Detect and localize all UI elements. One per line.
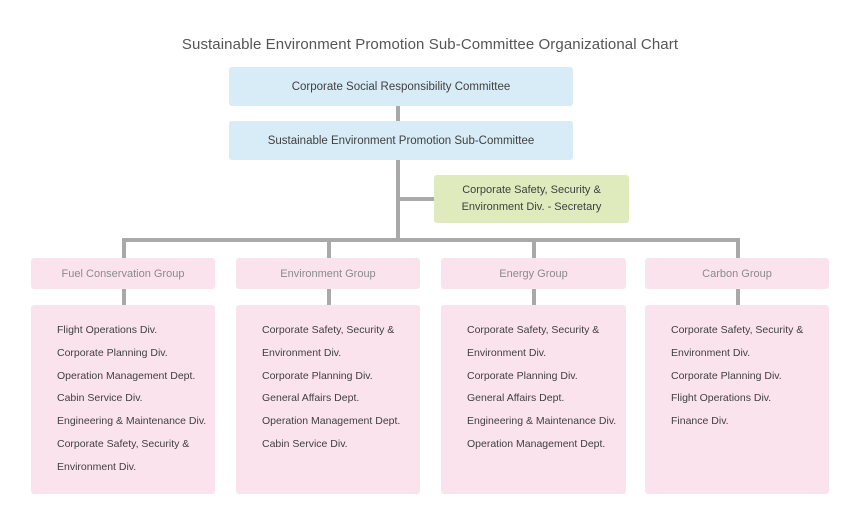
connector-drop-fuel: [122, 238, 126, 258]
member-item: Corporate Safety, Security &: [57, 437, 190, 450]
connector-carbon-body: [736, 289, 740, 305]
member-item: Corporate Safety, Security &: [671, 324, 804, 336]
secretary-label-line2: Environment Div. - Secretary: [461, 201, 602, 213]
sub-committee-box: Sustainable Environment Promotion Sub-Co…: [229, 121, 573, 160]
member-item: Flight Operations Div.: [671, 392, 772, 405]
connector-drop-environment: [327, 238, 331, 258]
connector-fuel-body: [122, 289, 126, 305]
connector-energy-body: [532, 289, 536, 305]
group-name: Energy Group: [499, 267, 568, 280]
member-item: Environment Div.: [262, 346, 342, 359]
secretary-box: Corporate Safety, Security & Environment…: [434, 175, 629, 223]
group-members-carbon: Corporate Safety, Security & Environment…: [645, 305, 829, 494]
connector-drop-energy: [532, 238, 536, 258]
group-header-energy: Energy Group: [441, 258, 626, 289]
connector-secretary: [396, 197, 435, 201]
group-name: Fuel Conservation Group: [61, 267, 185, 280]
group-name: Carbon Group: [702, 267, 772, 280]
member-item: Cabin Service Div.: [57, 392, 143, 405]
member-item: Corporate Planning Div.: [57, 346, 168, 359]
member-item: Environment Div.: [57, 460, 137, 473]
connector-environment-body: [327, 289, 331, 305]
member-item: Operation Management Dept.: [262, 415, 401, 428]
member-item: Corporate Planning Div.: [262, 369, 373, 382]
chart-title: Sustainable Environment Promotion Sub-Co…: [181, 36, 679, 53]
member-item: Environment Div.: [467, 346, 547, 359]
member-item: Finance Div.: [671, 415, 729, 428]
member-item: General Affairs Dept.: [262, 392, 360, 405]
connector-top-to-sub: [396, 105, 400, 122]
member-item: Flight Operations Div.: [57, 324, 158, 336]
top-committee-box: Corporate Social Responsibility Committe…: [229, 67, 573, 106]
member-item: Cabin Service Div.: [262, 437, 348, 450]
member-item: Corporate Safety, Security &: [262, 324, 395, 336]
group-members-environment: Corporate Safety, Security & Environment…: [236, 305, 420, 494]
group-header-fuel: Fuel Conservation Group: [31, 258, 215, 289]
connector-bus: [122, 238, 740, 242]
member-item: General Affairs Dept.: [467, 392, 565, 405]
secretary-label-line1: Corporate Safety, Security &: [462, 184, 601, 196]
member-item: Engineering & Maintenance Div.: [467, 415, 617, 428]
member-item: Environment Div.: [671, 346, 751, 359]
member-item: Operation Management Dept.: [57, 369, 196, 382]
connector-drop-carbon: [736, 238, 740, 258]
member-item: Corporate Planning Div.: [671, 369, 782, 382]
group-header-carbon: Carbon Group: [645, 258, 829, 289]
group-members-fuel: Flight Operations Div. Corporate Plannin…: [31, 305, 215, 494]
member-item: Corporate Safety, Security &: [467, 324, 600, 336]
group-header-environment: Environment Group: [236, 258, 420, 289]
group-members-energy: Corporate Safety, Security & Environment…: [441, 305, 626, 494]
member-item: Operation Management Dept.: [467, 437, 606, 450]
top-committee-label: Corporate Social Responsibility Committe…: [291, 80, 511, 93]
member-item: Engineering & Maintenance Div.: [57, 415, 207, 428]
sub-committee-label: Sustainable Environment Promotion Sub-Co…: [267, 134, 535, 147]
member-item: Corporate Planning Div.: [467, 369, 578, 382]
group-name: Environment Group: [280, 267, 376, 280]
